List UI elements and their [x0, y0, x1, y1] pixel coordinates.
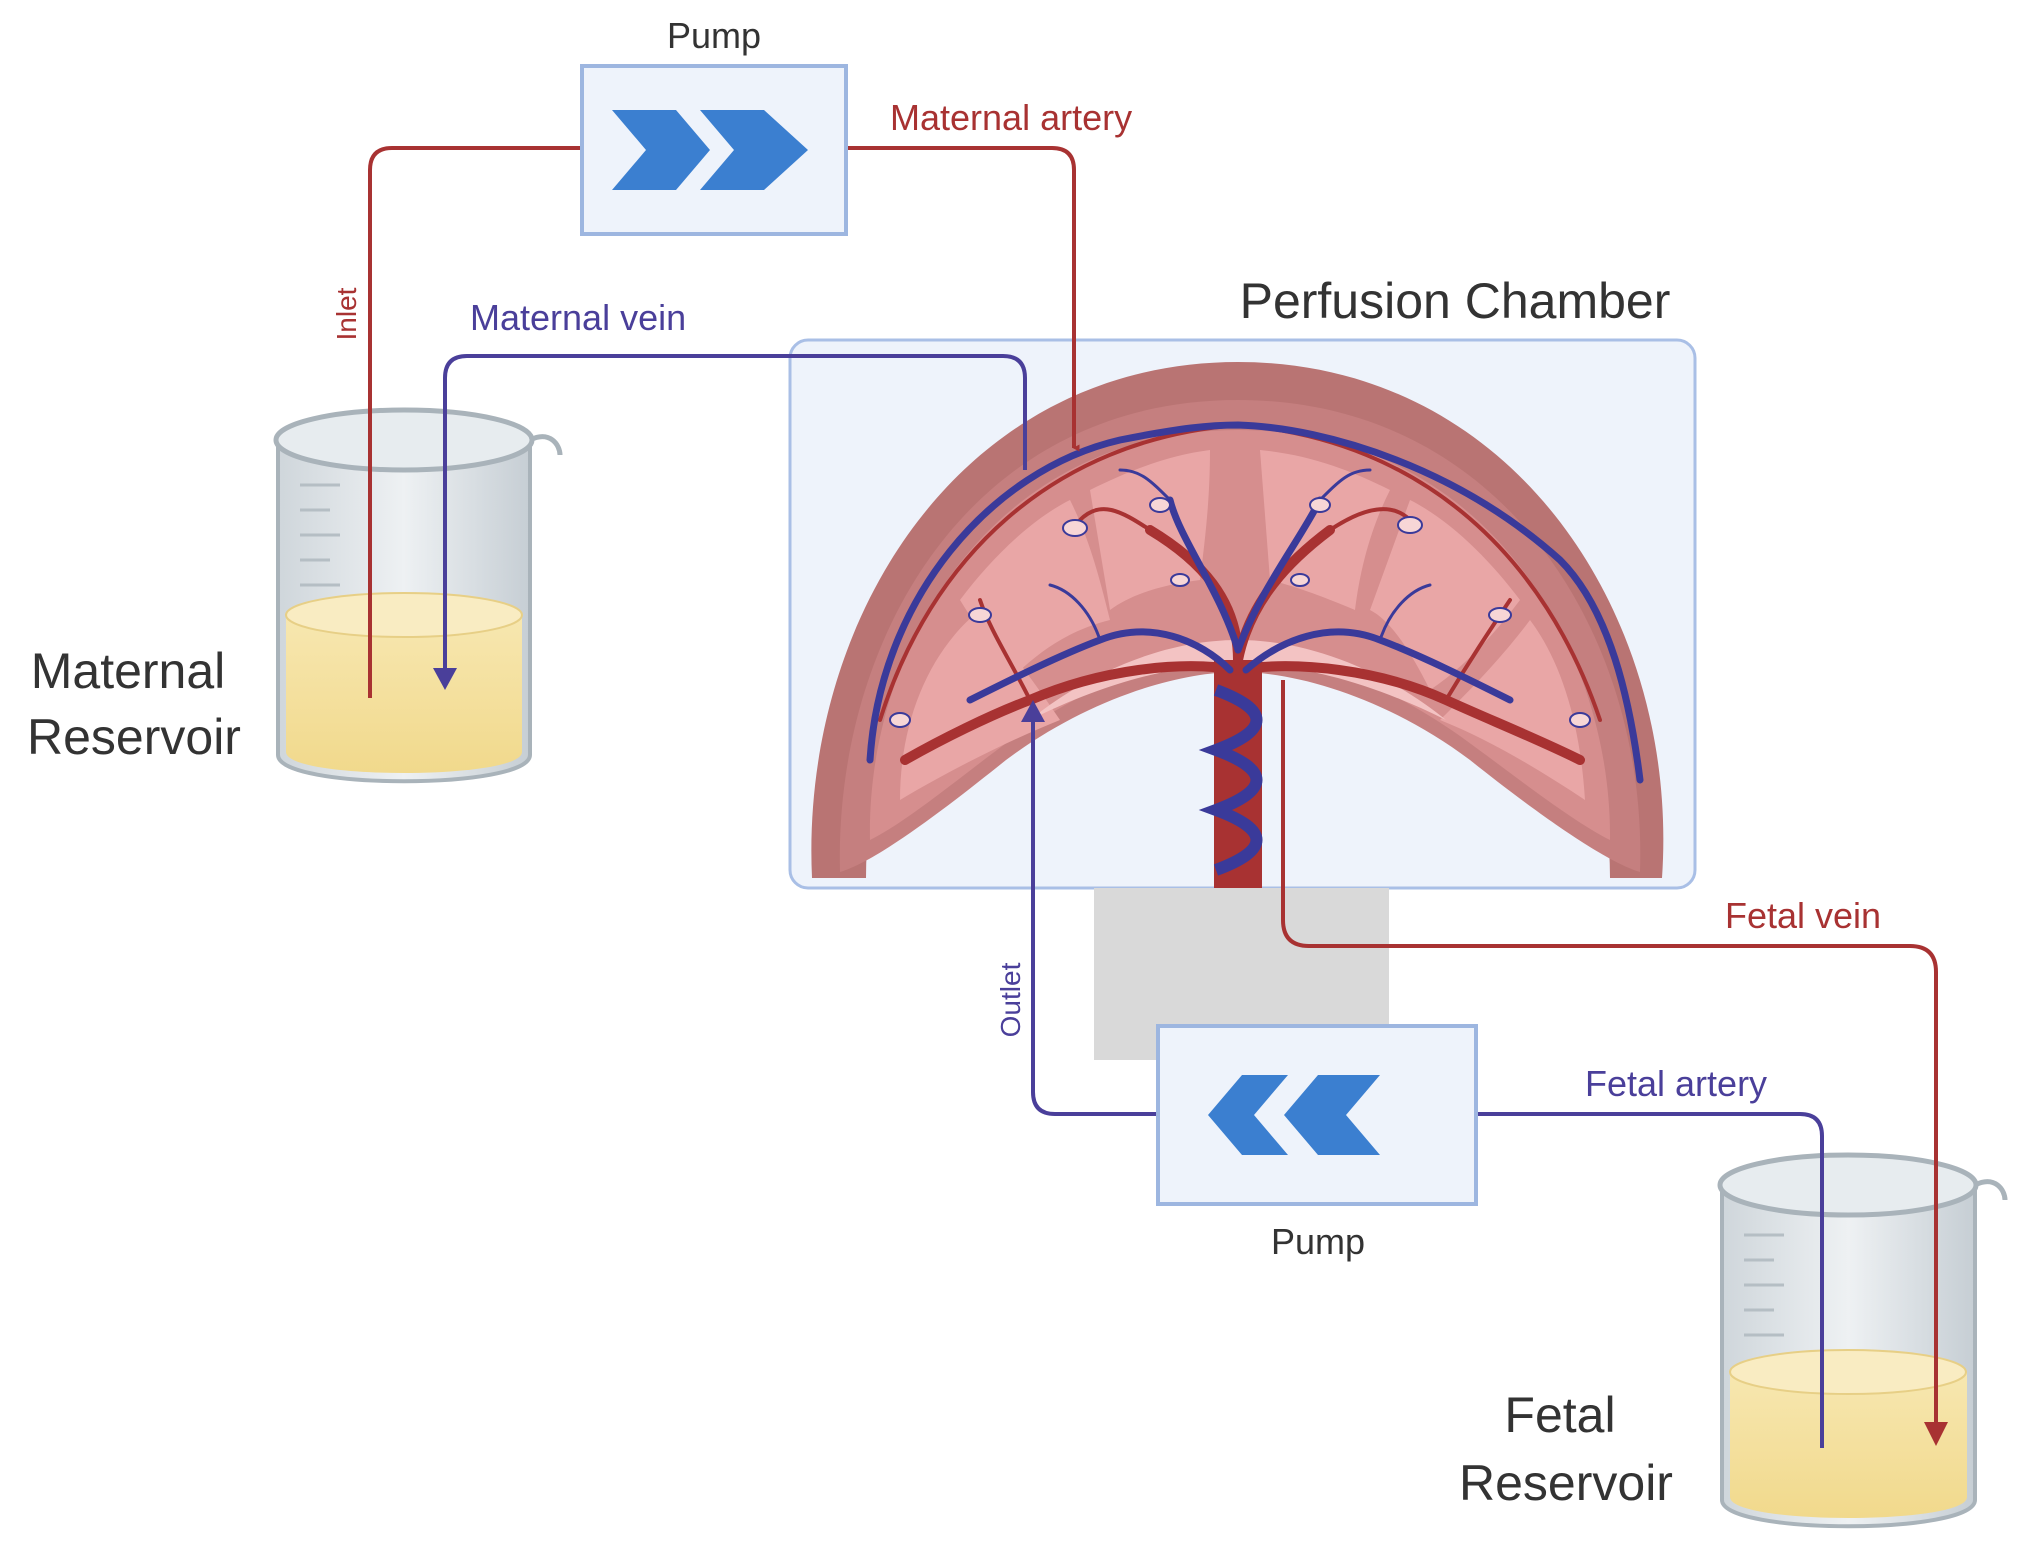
- pump-top: [580, 64, 848, 236]
- pump-top-label: Pump: [667, 15, 761, 56]
- double-chevron-left-icon: [1208, 1075, 1380, 1155]
- double-chevron-right-icon: [612, 110, 808, 190]
- outlet-label: Outlet: [995, 962, 1026, 1037]
- maternal-reservoir-label-line2: Reservoir: [27, 709, 241, 765]
- maternal-artery-label: Maternal artery: [890, 97, 1132, 138]
- fetal-artery-label: Fetal artery: [1585, 1063, 1767, 1104]
- maternal-vein-line: [443, 354, 1027, 678]
- pump-bottom-label: Pump: [1271, 1221, 1365, 1262]
- fetal-artery-line: [1476, 1112, 1824, 1448]
- outlet-arrowhead: [1021, 700, 1045, 722]
- maternal-vein-label: Maternal vein: [470, 297, 686, 338]
- fetal-vein-line: [1281, 680, 1938, 1430]
- maternal-artery-line: [846, 146, 1080, 452]
- maternal-reservoir-label-line1: Maternal: [31, 643, 226, 699]
- pump-bottom: [1156, 1024, 1478, 1206]
- fetal-reservoir-label-line1: Fetal: [1504, 1387, 1615, 1443]
- outlet-line: [1031, 720, 1158, 1116]
- maternal-vein-arrowhead: [433, 668, 457, 690]
- perfusion-chamber-title: Perfusion Chamber: [1240, 273, 1671, 329]
- placenta-icon: [811, 362, 1664, 888]
- maternal-reservoir-beaker-icon: [273, 407, 563, 784]
- fetal-vein-label: Fetal vein: [1725, 895, 1881, 936]
- maternal-inlet-line: [368, 146, 582, 698]
- fetal-vein-arrowhead: [1924, 1422, 1948, 1446]
- fetal-reservoir-beaker-icon: [1717, 1152, 2008, 1529]
- inlet-label: Inlet: [331, 287, 362, 340]
- fetal-reservoir-label-line2: Reservoir: [1459, 1455, 1673, 1511]
